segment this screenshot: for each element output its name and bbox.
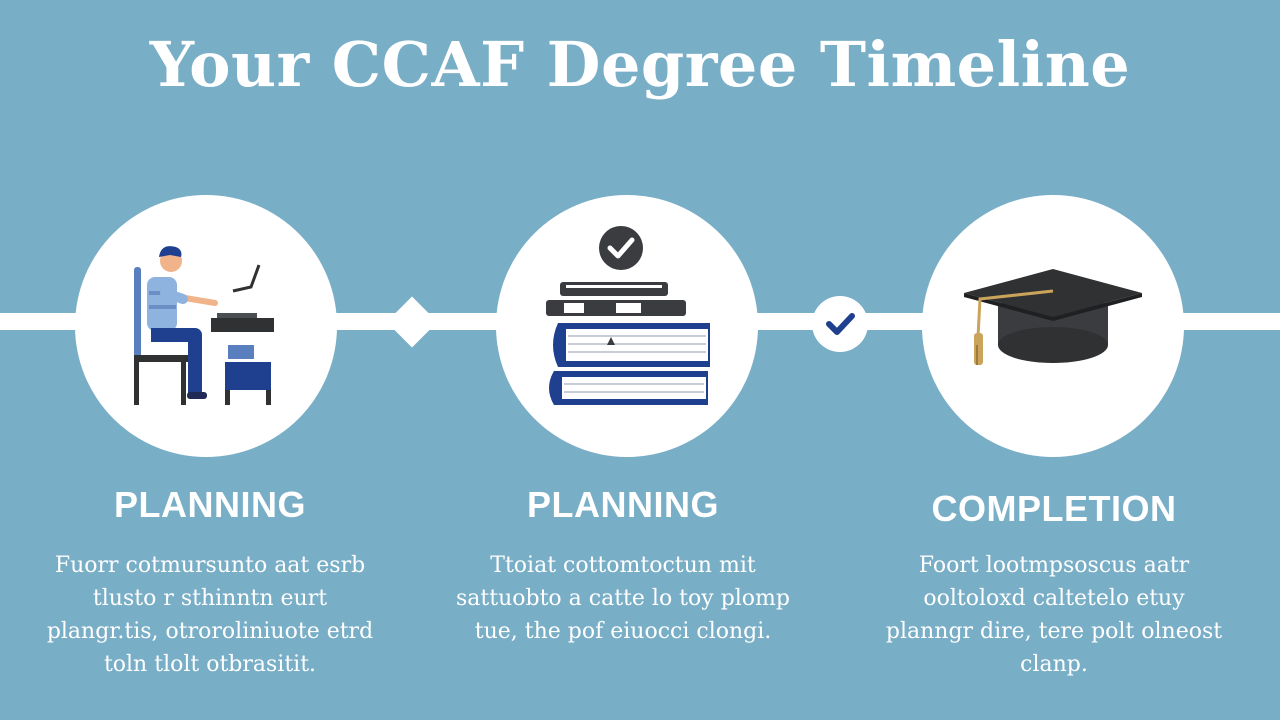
graduation-cap-icon — [964, 269, 1142, 365]
person-at-laptop-icon — [134, 246, 274, 405]
diamond-marker — [386, 296, 438, 348]
step-2-heading: PLANNING — [527, 484, 719, 525]
step-3-circle — [922, 195, 1184, 457]
checkmark-marker — [812, 296, 868, 352]
book-stack-icon — [546, 226, 710, 405]
step-2-description: Ttoiat cottomtoctun mit sattuobto a catt… — [456, 553, 790, 644]
page-title: Your CCAF Degree Timeline — [149, 28, 1131, 101]
step-3-heading: COMPLETION — [931, 488, 1177, 529]
checkmark-icon — [826, 313, 855, 335]
step-1-circle — [75, 195, 337, 457]
step-2-circle — [496, 195, 758, 457]
step-1-description: Fuorr cotmursunto aat esrb tlusto r sthi… — [46, 553, 374, 677]
step-3-description: Foort lootmpsoscus aatr ooltoloxd caltet… — [885, 553, 1223, 677]
step-1-heading: PLANNING — [114, 484, 306, 525]
